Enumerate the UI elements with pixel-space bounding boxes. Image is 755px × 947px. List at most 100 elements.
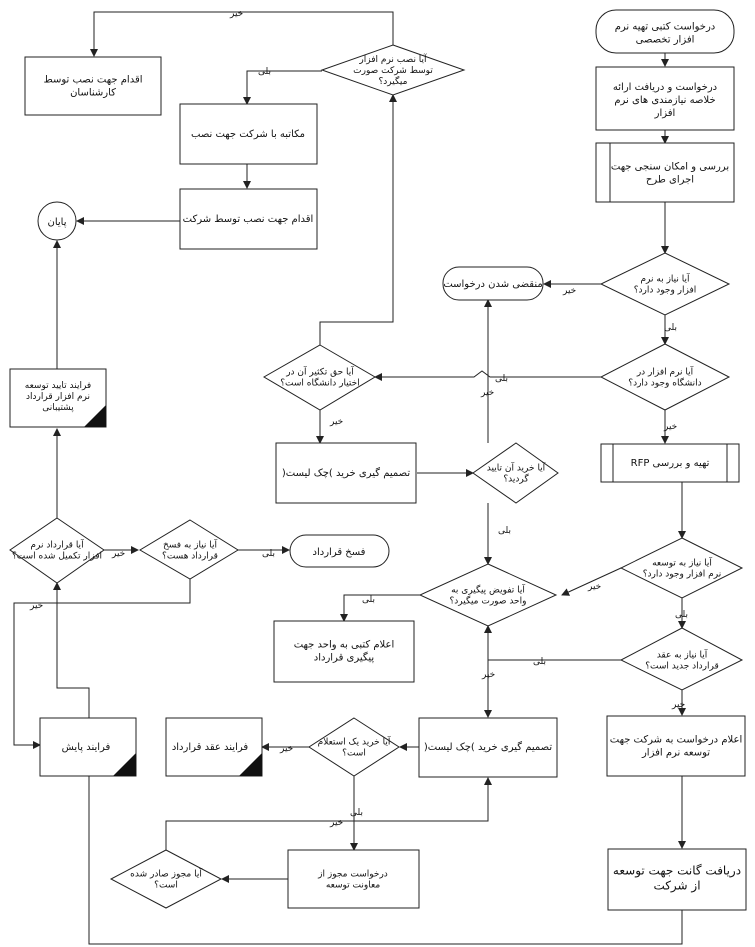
purchase-decision-upper-box: [275, 442, 417, 504]
edge-label-no: خیر: [480, 388, 494, 398]
license-request-box: [287, 849, 420, 909]
edge-label-no: خیر: [229, 9, 243, 19]
need-cancel-diamond: [139, 519, 239, 580]
install-company-action-label: اقدام جهت نصب توسط شرکت: [183, 214, 314, 225]
contract-process-label: فرایند عقد قرارداد: [172, 742, 249, 753]
edge-label-yes: بلی: [362, 595, 375, 605]
edge-label-no: خیر: [663, 422, 677, 432]
edge-label-no: خیر: [562, 286, 576, 296]
edge-develop-no-delegate: [561, 567, 622, 596]
edge-label-yes: بلی: [262, 549, 275, 559]
expired-terminal: [442, 266, 544, 301]
edge-label-no: خیر: [671, 700, 685, 710]
edge-install-yes-correspondence: [243, 70, 322, 105]
edge-label-no: خیر: [481, 670, 495, 680]
edge-label-yes: بلی: [533, 657, 546, 667]
install-company-box: [179, 188, 318, 250]
edge-label-yes: بلی: [664, 323, 677, 333]
monitor-process-label: فرایند پایش: [62, 742, 111, 753]
edge-rfp-to-develop: [665, 480, 686, 539]
shapes: [9, 9, 747, 911]
need-software-diamond: [599, 252, 731, 316]
connectors: [13, 11, 686, 945]
contract-completed-diamond: [9, 517, 105, 584]
contract-process-corner: [239, 753, 262, 776]
edge-label-no: خیر: [587, 582, 601, 592]
edge-quote-to-monitor: [85, 751, 683, 945]
install-diamond: [320, 44, 466, 96]
edge-label-yes: بلی: [258, 67, 271, 77]
edge-label-no: خیر: [29, 601, 43, 611]
purchase-decision-lower-label: تصمیم گیری خرید )چک لیست(: [424, 741, 552, 753]
edge-label-yes: بلی: [495, 374, 508, 384]
announce-unit-box: [273, 620, 415, 683]
cancel-contract-label: فسخ قرارداد: [313, 547, 366, 558]
purchase-decision-lower-box: [418, 717, 558, 778]
edge-labels: خیر بلی خیر بلی بلی خیر خیر خیر بلی خیر …: [29, 9, 688, 828]
end-terminal: [37, 201, 77, 241]
feasibility-box: [595, 142, 735, 203]
start-terminal: [595, 9, 735, 54]
approved-diamond: [472, 442, 559, 504]
rfp-box: [600, 443, 740, 483]
edge-label-no: خیر: [329, 818, 343, 828]
edge-monitor-to-completed: [53, 582, 90, 718]
correspondence-box: [179, 103, 318, 165]
edge-label-yes: بلی: [350, 808, 363, 818]
cancel-terminal: [289, 534, 390, 568]
new-contract-diamond: [619, 627, 744, 691]
receive-summary-box: [595, 66, 735, 131]
edge-issued-no-decision: [165, 777, 492, 850]
need-develop-diamond: [619, 537, 744, 599]
support-contract-box: [9, 368, 107, 428]
purchase-decision-upper-label: تصمیم گیری خرید )چک لیست(: [282, 467, 410, 479]
edge-label-no: خیر: [111, 549, 125, 559]
contract-process-box: [165, 717, 263, 777]
license-issued-diamond: [109, 849, 223, 909]
university-diamond: [599, 343, 731, 411]
edge-copyright-yes-install: [319, 94, 397, 345]
edge-label-yes: بلی: [675, 610, 688, 620]
support-contract-corner: [84, 405, 106, 427]
install-experts-box: [24, 56, 162, 116]
announce-company-box: [606, 715, 746, 777]
edge-label-no: خیر: [329, 417, 343, 427]
monitor-process-corner: [113, 753, 136, 776]
receive-quote-box: [607, 848, 747, 911]
edge-university-yes-copyright: [374, 370, 601, 381]
edge-install-no-experts: [90, 11, 394, 57]
edge-label-yes: بلی: [498, 526, 511, 536]
edge-contract-yes-delegate: [484, 625, 621, 661]
edge-label-no: خیر: [279, 744, 293, 754]
edge-delegate-yes-unit: [340, 594, 420, 622]
rfp-label: تهیه و بررسی RFP: [631, 458, 710, 469]
delegate-diamond: [418, 563, 558, 627]
edge-cancel-no-monitor: [13, 579, 191, 749]
end-label: پایان: [47, 217, 66, 228]
monitor-process-box: [39, 717, 137, 777]
inquiry-diamond: [308, 717, 400, 777]
